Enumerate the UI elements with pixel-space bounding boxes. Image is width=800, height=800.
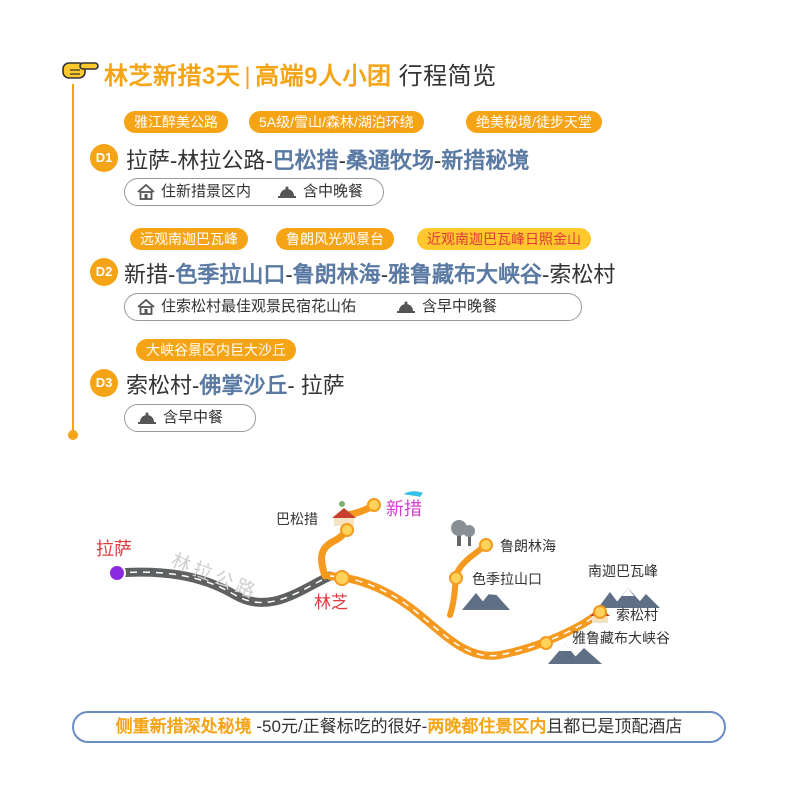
day2-route: 新措-色季拉山口-鲁朗林海-雅鲁藏布大峡谷-索松村	[124, 262, 616, 287]
day1-tag-2: 5A级/雪山/森林/湖泊环绕	[249, 111, 424, 133]
node-yarlung	[539, 636, 553, 650]
node-lulang	[479, 538, 493, 552]
summary-bar: 侧重新措深处秘境 -50元/正餐标吃的很好-两晚都住景区内且都已是顶配酒店	[72, 711, 726, 743]
day3-tag-1: 大峡谷景区内巨大沙丘	[136, 339, 296, 361]
label-lhasa: 拉萨	[96, 539, 132, 559]
day2-tag-2: 鲁朗风光观景台	[276, 228, 394, 250]
label-namjagbarwa: 南迦巴瓦峰	[588, 564, 658, 580]
label-linzhi: 林芝	[314, 593, 348, 612]
label-suosong: 索松村	[616, 607, 658, 624]
node-sejila	[449, 571, 463, 585]
food-cloche-icon	[138, 412, 156, 424]
tree-icon-lulang	[451, 520, 475, 546]
label-xincuo: 新措	[386, 499, 422, 519]
day1-info: 住新措景区内 含中晚餐	[124, 178, 384, 206]
day3-info: 含早中餐	[124, 404, 256, 432]
label-sejila: 色季拉山口	[472, 571, 542, 588]
node-lhasa	[108, 564, 126, 582]
label-basongcuo: 巴松措	[276, 512, 318, 528]
day2-stay: 住索松村最佳观景民宿花山佑	[137, 293, 356, 321]
timeline-end-dot	[68, 430, 78, 440]
node-suosong	[593, 605, 607, 619]
mountain-icon-sejila	[462, 590, 510, 610]
day3-badge: D3	[90, 369, 118, 397]
day1-tag-1: 雅江醉美公路	[124, 111, 228, 133]
house-icon-basongcuo	[332, 501, 356, 526]
mountain-icon-namjagbarwa	[598, 588, 660, 608]
food-cloche-icon	[397, 301, 416, 313]
label-lulang: 鲁朗林海	[500, 539, 556, 555]
node-linzhi	[334, 570, 350, 586]
day3-meal: 含早中餐	[137, 404, 223, 432]
lake-icon-xincuo	[404, 491, 423, 497]
day1-tag-3: 绝美秘境/徒步天堂	[466, 111, 602, 133]
day1-badge: D1	[90, 144, 118, 172]
mountain-icon-yarlung	[548, 644, 602, 664]
day1-meal: 含中晚餐	[277, 178, 363, 206]
pointing-hand-icon	[62, 62, 99, 79]
road-east	[326, 572, 604, 660]
house-icon	[137, 184, 155, 200]
food-cloche-icon	[278, 186, 297, 198]
day2-meal: 含早中晚餐	[396, 293, 497, 321]
timeline-line	[72, 84, 74, 434]
day2-info: 住索松村最佳观景民宿花山佑 含早中晚餐	[124, 293, 582, 321]
day2-tag-3: 近观南迦巴瓦峰日照金山	[417, 228, 591, 250]
route-map: 拉萨 林拉公路 林芝 巴松措 新措 鲁朗林海 色季拉山口 南迦巴瓦峰 索松村 雅…	[96, 491, 670, 664]
house-icon	[137, 299, 155, 315]
node-basongcuo	[340, 523, 354, 537]
day2-badge: D2	[90, 258, 118, 286]
node-xincuo	[367, 498, 381, 512]
page-title: 林芝新措3天|高端9人小团 行程简览	[104, 63, 497, 90]
day2-tag-1: 远观南迦巴瓦峰	[130, 228, 248, 250]
day1-stay: 住新措景区内	[137, 178, 251, 206]
day1-route: 拉萨-林拉公路-巴松措-桑通牧场-新措秘境	[126, 148, 530, 173]
label-yarlung: 雅鲁藏布大峡谷	[572, 631, 670, 647]
day3-route: 索松村-佛掌沙丘- 拉萨	[126, 373, 345, 398]
